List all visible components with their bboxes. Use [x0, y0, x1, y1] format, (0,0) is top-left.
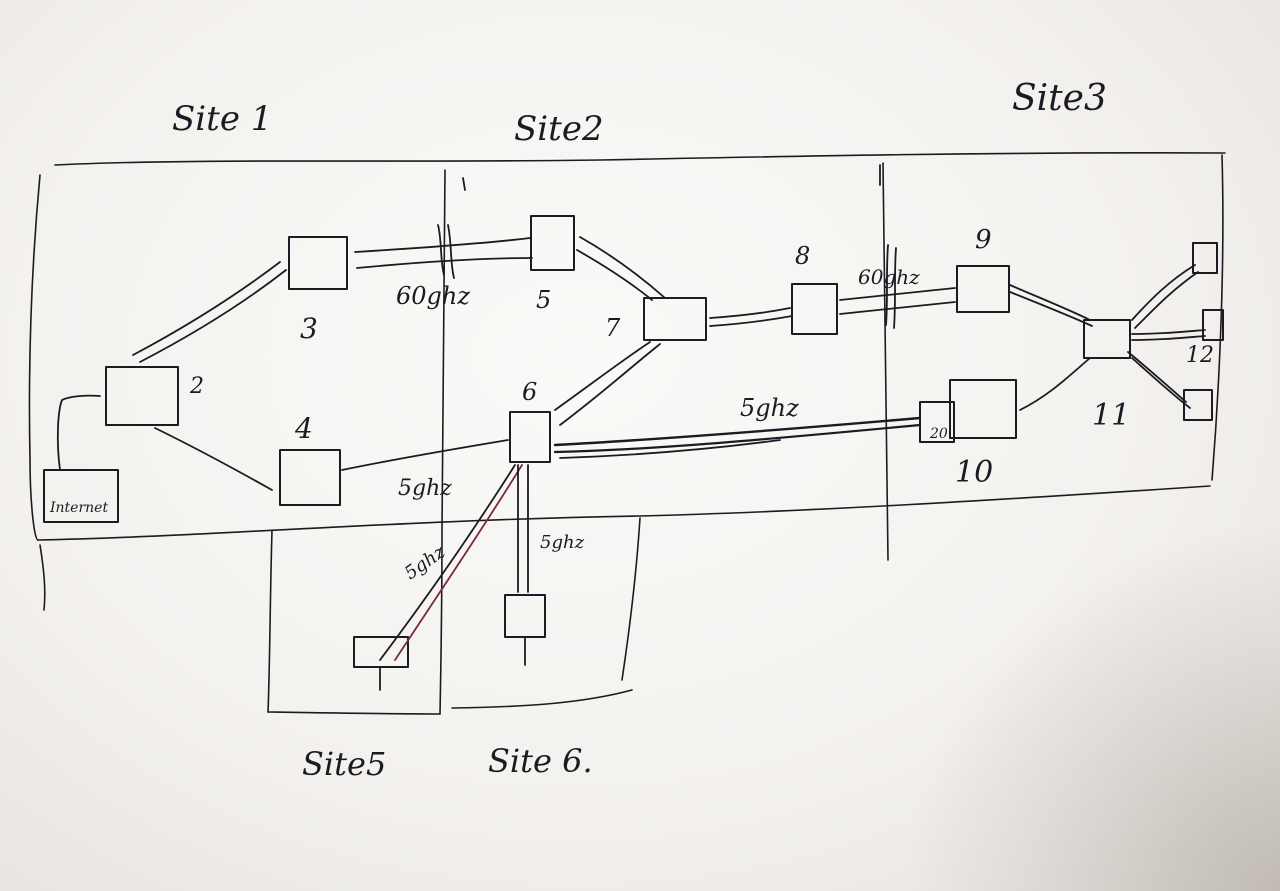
- site1-label: Site 1: [172, 99, 272, 139]
- links: [56, 164, 1206, 691]
- site5-label: Site5: [302, 745, 386, 783]
- node-3-box: [288, 236, 348, 290]
- node-10-small-label: 20: [929, 426, 948, 442]
- link-6-site6-label: 5ghz: [540, 532, 585, 553]
- node-9-box: [956, 265, 1010, 313]
- site-labels: Site 1 Site2 Site3 Site5 Site 6.: [172, 78, 1107, 783]
- node-2-box: [105, 366, 179, 426]
- node-6-box: [509, 411, 551, 463]
- link-4-6-label: 5ghz: [398, 476, 452, 501]
- site6-label: Site 6.: [488, 742, 593, 780]
- node-10-small-box: [919, 401, 955, 443]
- node-4-label: 4: [294, 412, 313, 445]
- node-8-box: [791, 283, 838, 335]
- internet-label: Internet: [49, 500, 108, 516]
- node-12c-box: [1183, 389, 1213, 421]
- site6-node-box: [504, 594, 546, 638]
- site5-node-box: [353, 636, 409, 668]
- node-2-label: 2: [189, 374, 204, 399]
- node-boxes: [43, 215, 1224, 668]
- node-12a-box: [1192, 242, 1218, 274]
- node-9-label: 9: [975, 225, 992, 255]
- node-10-label: 10: [955, 455, 993, 490]
- site2-label: Site2: [514, 109, 604, 149]
- site3-label: Site3: [1012, 78, 1107, 119]
- node-12-label: 12: [1186, 343, 1214, 368]
- node-7-box: [643, 297, 707, 341]
- node-11-box: [1083, 319, 1131, 359]
- internet-box: [43, 469, 119, 523]
- node-12b-box: [1202, 309, 1224, 341]
- node-5-label: 5: [536, 286, 551, 314]
- link-3-5-label: 60ghz: [396, 282, 470, 310]
- link-labels: 60ghz 60ghz 5ghz 5ghz 5ghz 5ghz 20: [396, 265, 948, 584]
- site-boundaries: [28, 152, 1226, 715]
- node-8-label: 8: [795, 242, 810, 270]
- node-6-label: 6: [522, 378, 537, 406]
- node-7-label: 7: [605, 314, 621, 342]
- node-3-label: 3: [300, 312, 318, 345]
- paper-shadow: [900, 520, 1280, 891]
- node-labels: 2 3 4 5 6 7 8 9 10 11 12 Internet: [49, 225, 1214, 516]
- link-8-9-label: 60ghz: [858, 265, 920, 289]
- node-5-box: [530, 215, 575, 271]
- node-11-label: 11: [1092, 398, 1130, 433]
- node-10-box: [949, 379, 1017, 439]
- node-4-box: [279, 449, 341, 506]
- link-6-10-label: 5ghz: [740, 394, 799, 422]
